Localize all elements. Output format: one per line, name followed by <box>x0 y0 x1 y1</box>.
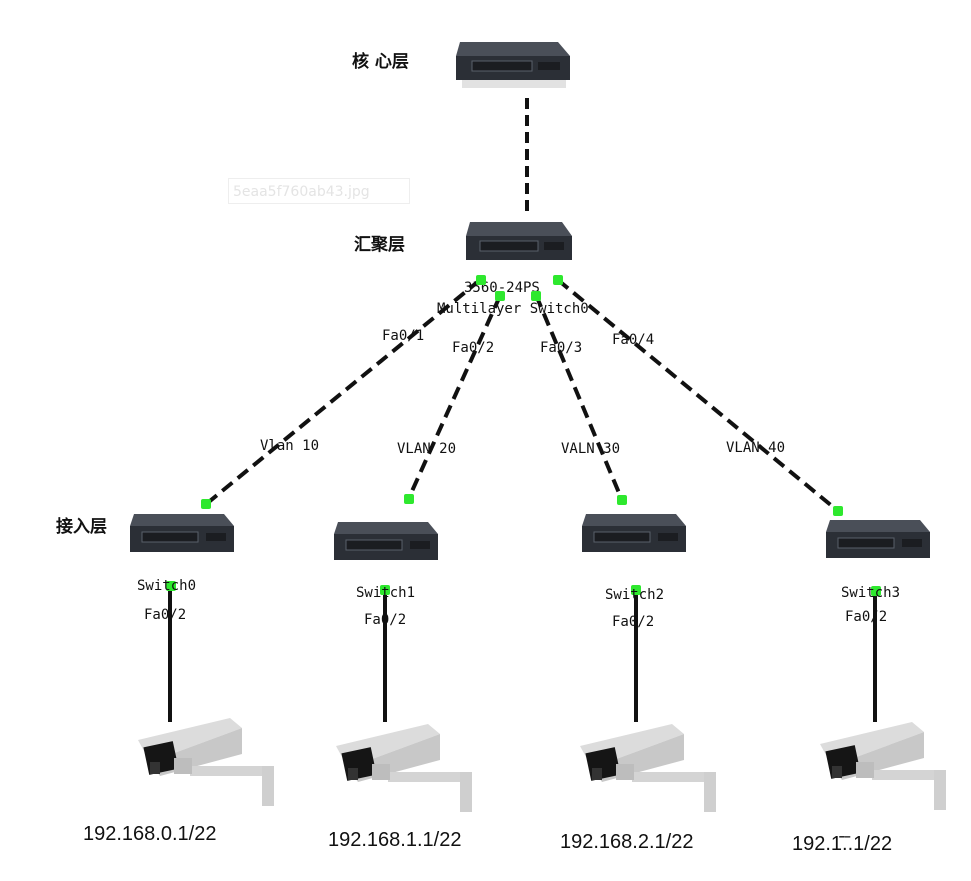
uplink-port-label: Fa0/2 <box>452 340 495 356</box>
port-indicator <box>476 275 486 285</box>
access-switch-3-icon <box>822 516 932 579</box>
access-layer-label: 接入层 <box>56 517 107 537</box>
access-switch-name: Switch1 <box>356 585 416 601</box>
port-indicator <box>617 495 627 505</box>
port-indicator <box>404 494 414 504</box>
port-indicator <box>531 291 541 301</box>
camera-2-icon <box>572 716 732 826</box>
image-watermark: 5eaa5f760ab43.jpg <box>228 178 410 204</box>
access-switch-name: Switch2 <box>605 587 665 603</box>
vlan-label: VLAN 40 <box>726 440 786 456</box>
access-port-label: Fa0/2 <box>845 609 888 625</box>
vlan-label: Vlan 10 <box>260 438 320 454</box>
aggregation-layer-label: 汇聚层 <box>354 235 405 255</box>
access-port-label: Fa0/2 <box>144 607 187 623</box>
uplink-port-label: Fa0/3 <box>540 340 583 356</box>
access-port-label: Fa0/2 <box>364 612 407 628</box>
core-switch-icon <box>452 38 572 105</box>
vlan-label: VLAN 20 <box>397 441 457 457</box>
camera-ip-label: 192.168.2.1/22 <box>560 831 694 853</box>
multilayer-switch-name: Multilayer Switch0 <box>437 301 589 317</box>
access-switch-1-icon <box>330 518 440 581</box>
camera-1-icon <box>328 716 488 826</box>
access-switch-0-icon <box>126 510 236 573</box>
access-switch-name: Switch0 <box>137 578 197 594</box>
uplink-port-label: Fa0/1 <box>382 328 425 344</box>
camera-3-icon <box>812 714 971 824</box>
uplink-fa0-2 <box>406 295 502 501</box>
core-layer-label: 核 心层 <box>352 52 409 72</box>
port-indicator <box>553 275 563 285</box>
port-indicator <box>631 585 641 595</box>
uplink-fa0-4 <box>556 278 840 513</box>
camera-ip-label: 192.168.1.1/22 <box>328 829 462 851</box>
uplink-fa0-3 <box>534 294 624 501</box>
port-indicator <box>495 291 505 301</box>
uplink-port-label: Fa0/4 <box>612 332 655 348</box>
port-indicator <box>201 499 211 509</box>
port-indicator <box>871 586 881 596</box>
port-indicator <box>380 585 390 595</box>
camera-ip-label: 192.1̄̄.̄.1/22 <box>792 833 893 855</box>
camera-ip-label: 192.168.0.1/22 <box>83 823 217 845</box>
port-indicator <box>166 581 176 591</box>
camera-0-icon <box>130 710 290 820</box>
multilayer-switch-icon <box>462 218 574 285</box>
port-indicator <box>833 506 843 516</box>
access-switch-name: Switch3 <box>841 585 901 601</box>
access-port-label: Fa0/2 <box>612 614 655 630</box>
access-switch-2-icon <box>578 510 688 573</box>
vlan-label: VALN 30 <box>561 441 621 457</box>
